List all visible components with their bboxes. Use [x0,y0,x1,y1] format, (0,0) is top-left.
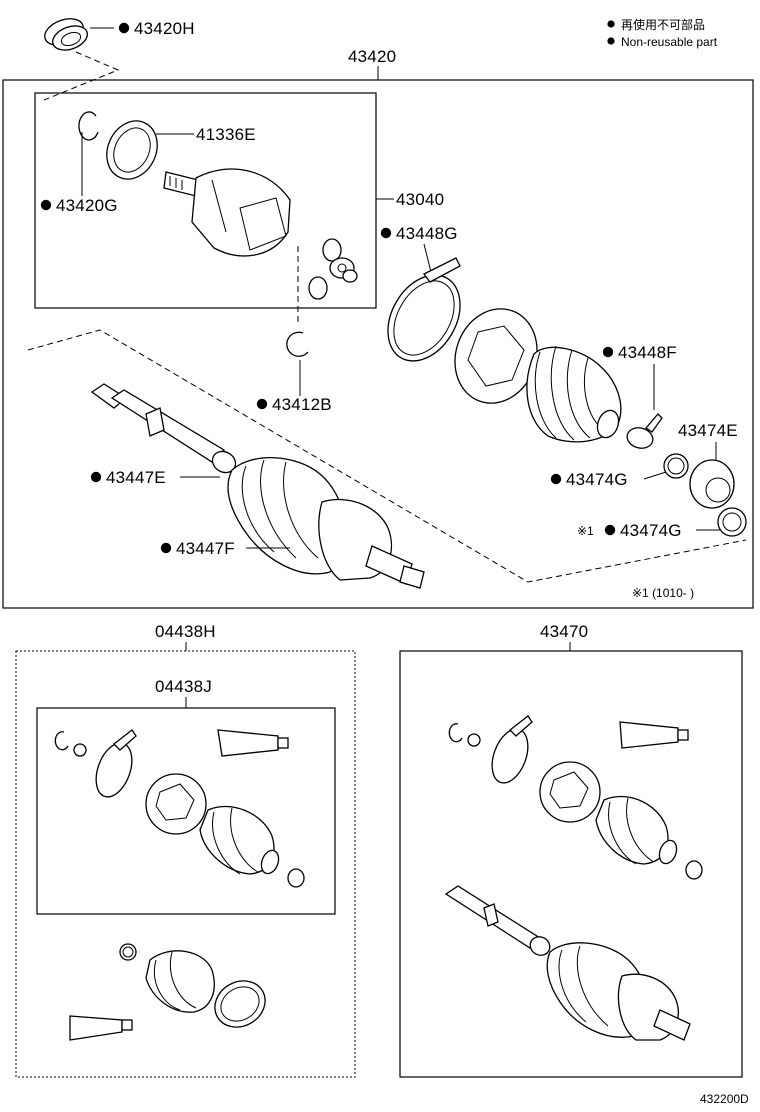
inner-joint-box [34,92,377,309]
label-shaft-assy-2[interactable]: 43470 [540,622,588,641]
label-clamp-1[interactable]: 43448F [618,343,677,362]
label-snap-ring-2[interactable]: 43412B [272,395,332,414]
label-boot-ring[interactable]: 41336E [196,125,256,144]
dust-cover-part[interactable] [663,453,747,537]
boot-kit-inner-parts[interactable] [54,729,305,888]
boot-kit-inner-frame [36,707,336,915]
boot-ring-part[interactable] [98,113,167,188]
label-top-cap[interactable]: 43420H [134,19,195,38]
boot-kit-outer-parts[interactable] [69,943,274,1041]
note-range: ※1 (1010- ) [632,586,694,600]
shaft-assy-2-frame [399,650,743,1078]
label-ring-2[interactable]: 43474G [620,521,682,540]
label-clamp-3[interactable]: 43447F [176,539,235,558]
clamp-part[interactable] [625,413,663,451]
label-boot-kit-inner[interactable]: 04438J [155,677,212,696]
legend-en: Non-reusable part [621,35,718,49]
label-clamp-2[interactable]: 43447E [106,468,166,487]
assembly-frame [2,79,754,609]
boot-kit-outer-frame [15,650,356,1078]
label-assembly[interactable]: 43420 [348,47,396,66]
shaft-assy-2-parts[interactable] [444,715,703,1041]
label-dust-cover[interactable]: 43474E [678,421,738,440]
legend: 再使用不可部品 Non-reusable part [607,17,718,49]
band-part[interactable] [373,257,474,374]
drive-shaft-part[interactable] [90,383,425,589]
note-mark: ※1 [577,524,594,538]
snap-ring-part[interactable] [78,111,99,141]
label-snap-ring-1[interactable]: 43420G [56,196,118,215]
label-band-1[interactable]: 43448G [396,224,458,243]
tulip-housing-part[interactable] [163,168,291,257]
label-boot-kit-outer[interactable]: 04438H [155,622,216,641]
label-ring-1[interactable]: 43474G [566,470,628,489]
top-cap-part[interactable] [41,14,91,55]
snap-ring-2-part[interactable] [286,331,309,357]
legend-ja: 再使用不可部品 [621,17,705,32]
inner-boot-part[interactable] [442,297,622,443]
label-inner-joint[interactable]: 43040 [396,190,444,209]
diagram-code: 432200D [700,1092,749,1106]
tripod-part[interactable] [308,238,358,300]
